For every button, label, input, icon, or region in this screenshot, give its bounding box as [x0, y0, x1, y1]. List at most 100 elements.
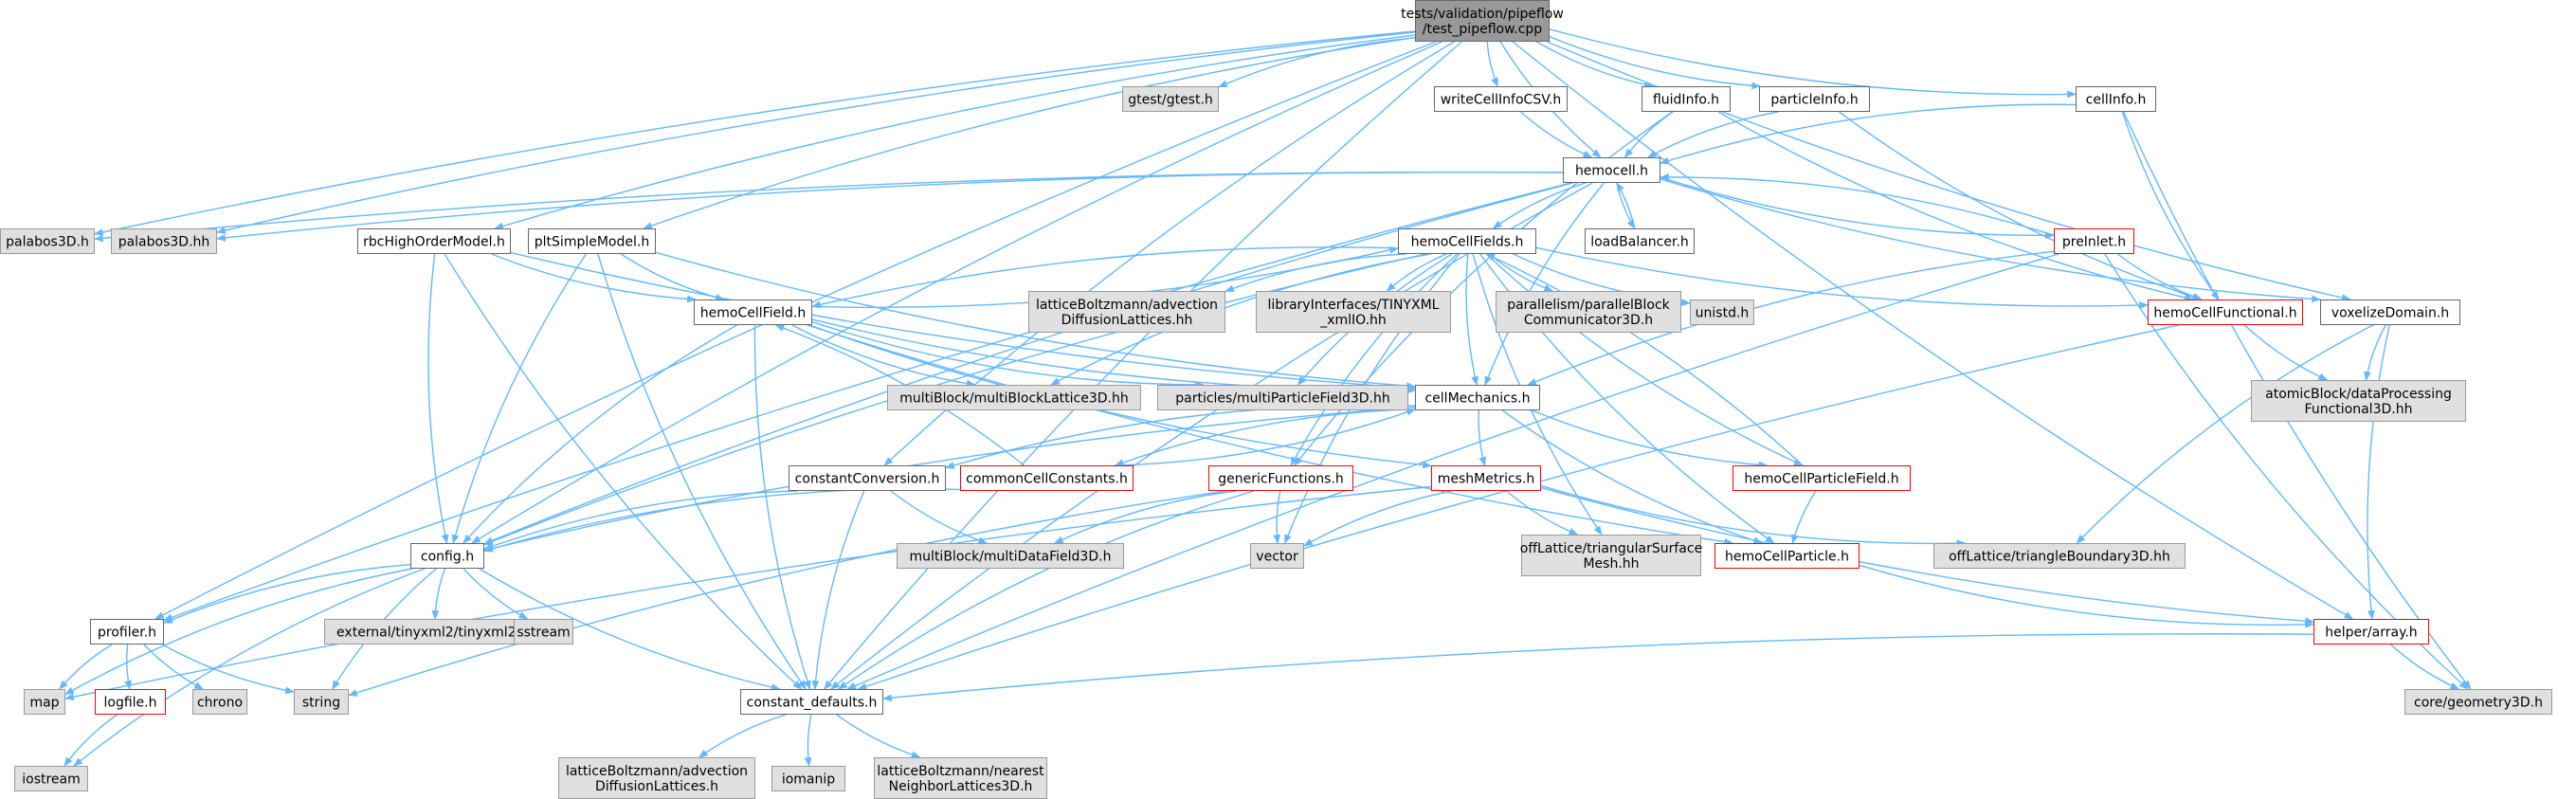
node-box: [874, 757, 1047, 799]
node-label: profiler.h: [98, 626, 156, 641]
edge-cellMechanics-to-commonCellConstants: [1114, 409, 1416, 466]
node-fluidInfo[interactable]: fluidInfo.h: [1642, 86, 1731, 112]
node-writeCellInfoCSV[interactable]: writeCellInfoCSV.h: [1434, 86, 1568, 112]
edge-constantConversion-to-config: [483, 490, 799, 551]
edge-constantDefaults-to-lbAdvection2: [698, 714, 787, 758]
node-box: [1208, 465, 1353, 491]
edge-cellMechanics-to-meshMetrics: [1478, 409, 1487, 466]
edge-hemoCellParticleField-to-hemoCellFields: [1485, 253, 1804, 466]
node-cellMechanics[interactable]: cellMechanics.h: [1415, 385, 1540, 410]
node-box: [960, 465, 1134, 491]
edge-genericFunctions-to-multiDataField: [1054, 490, 1237, 544]
edge-root-to-helperArray: [1512, 41, 2354, 620]
node-string: string: [294, 689, 349, 715]
node-box: [1157, 385, 1408, 410]
node-label: palabos3D.h: [6, 235, 89, 250]
node-preInlet[interactable]: preInlet.h: [2054, 228, 2134, 254]
node-box: [2320, 300, 2460, 325]
edge-hemoCellField-to-hemoCellParticle: [807, 324, 1734, 546]
node-box: [1028, 291, 1225, 333]
node-constantConversion[interactable]: constantConversion.h: [789, 465, 946, 491]
node-label: hemoCellParticleField.h: [1744, 472, 1898, 487]
edge-cellMechanics-to-config: [483, 406, 1416, 553]
edge-root-to-gtest: [1218, 37, 1416, 88]
node-box: [24, 689, 65, 715]
node-gtest: gtest/gtest.h: [1122, 86, 1219, 112]
node-rbcHighOrderModel[interactable]: rbcHighOrderModel.h: [357, 228, 511, 254]
node-label: latticeBoltzmann/advection: [1036, 298, 1218, 313]
node-root[interactable]: tests/validation/pipeflow/test_pipeflow.…: [1401, 0, 1564, 42]
edge-hemoCellFields-to-config: [483, 253, 1426, 546]
edge-voxelizeDomain-to-triangleBoundary: [2076, 324, 2374, 544]
node-box: [740, 689, 883, 715]
edge-hemoCellFields-to-multiBlockLattice: [1050, 253, 1431, 386]
node-label: atomicBlock/dataProcessing: [2265, 387, 2452, 402]
node-profiler[interactable]: profiler.h: [90, 619, 164, 645]
node-voxelizeDomain[interactable]: voxelizeDomain.h: [2320, 300, 2460, 325]
node-genericFunctions[interactable]: genericFunctions.h: [1208, 465, 1353, 491]
node-box: [514, 619, 573, 645]
node-hemocell[interactable]: hemocell.h: [1563, 157, 1660, 183]
node-config[interactable]: config.h: [410, 543, 484, 569]
edge-config-to-iostream: [73, 568, 426, 767]
node-box: [1714, 543, 1859, 569]
node-hemoCellFields[interactable]: hemoCellFields.h: [1398, 228, 1536, 254]
node-label: cellInfo.h: [2086, 93, 2147, 108]
node-box: [1122, 86, 1219, 112]
node-helperArray[interactable]: helper/array.h: [2313, 619, 2429, 645]
edge-constantConversion-to-multiDataField: [890, 490, 989, 544]
node-logfile[interactable]: logfile.h: [95, 689, 166, 715]
node-label: sstream: [517, 626, 570, 641]
node-hemoCellParticle[interactable]: hemoCellParticle.h: [1714, 543, 1859, 569]
node-loadBalancer[interactable]: loadBalancer.h: [1585, 228, 1695, 254]
node-particleInfo[interactable]: particleInfo.h: [1759, 86, 1870, 112]
edge-rbcHighOrderModel-to-constantDefaults: [444, 253, 803, 690]
node-hemoCellParticleField[interactable]: hemoCellParticleField.h: [1732, 465, 1911, 491]
node-box: [694, 300, 812, 325]
edge-meshMetrics-to-vector: [1303, 490, 1452, 547]
edge-constantDefaults-to-nearestNeighbor: [836, 714, 921, 758]
node-label: config.h: [421, 550, 474, 565]
edge-config-to-constantDefaults: [479, 568, 781, 691]
node-box: [410, 543, 484, 569]
edge-root-to-writeCellInfoCSV: [1486, 41, 1498, 87]
node-label: hemocell.h: [1575, 164, 1648, 179]
edge-rbcHighOrderModel-to-config: [427, 253, 449, 544]
edge-genericFunctions-to-constantDefaults: [837, 490, 1255, 690]
node-label: logfile.h: [104, 696, 157, 711]
node-label: latticeBoltzmann/nearest: [877, 764, 1044, 779]
node-label: hemoCellParticle.h: [1725, 550, 1849, 565]
edge-hemocell-to-hemoCellFields: [1492, 182, 1587, 229]
node-label: parallelism/parallelBlock: [1507, 298, 1670, 313]
edge-cellInfo-to-hemoCellFunctional: [2121, 111, 2220, 300]
node-parallelBlock: parallelism/parallelBlockCommunicator3D.…: [1496, 291, 1681, 333]
node-box: [789, 465, 946, 491]
node-hemoCellFunctional[interactable]: hemoCellFunctional.h: [2148, 300, 2303, 325]
node-tinyXmlIO: libraryInterfaces/TINYXML_xmlIO.hh: [1256, 291, 1451, 333]
node-label: offLattice/triangleBoundary3D.hh: [1949, 550, 2170, 565]
node-box: [1431, 465, 1541, 491]
node-box: [2313, 619, 2429, 645]
edge-root-to-cellInfo: [1549, 28, 2077, 99]
node-box: [2148, 300, 2303, 325]
edge-writeCellInfoCSV-to-hemocell: [1520, 111, 1593, 158]
node-box: [771, 766, 845, 791]
edge-root-to-constantDefaults: [824, 41, 1462, 690]
node-box: [1398, 228, 1536, 254]
node-lbAdvection2: latticeBoltzmann/advectionDiffusionLatti…: [558, 757, 755, 799]
node-tinyxml2: external/tinyxml2/tinyxml2.h: [324, 619, 541, 645]
node-hemoCellField[interactable]: hemoCellField.h: [694, 300, 812, 325]
edge-hemoCellField-to-config: [463, 324, 737, 544]
node-constantDefaults[interactable]: constant_defaults.h: [740, 689, 883, 715]
node-pltSimpleModel[interactable]: pltSimpleModel.h: [528, 228, 656, 254]
edge-genericFunctions-to-string: [348, 490, 1226, 697]
node-label: /test_pipeflow.cpp: [1423, 22, 1542, 37]
node-label: core/geometry3D.h: [2414, 696, 2543, 711]
edge-meshMetrics-to-map: [64, 485, 1432, 701]
node-cellInfo[interactable]: cellInfo.h: [2076, 86, 2156, 112]
node-box: [1563, 157, 1660, 183]
node-commonCellConstants[interactable]: commonCellConstants.h: [960, 465, 1134, 491]
node-meshMetrics[interactable]: meshMetrics.h: [1431, 465, 1541, 491]
